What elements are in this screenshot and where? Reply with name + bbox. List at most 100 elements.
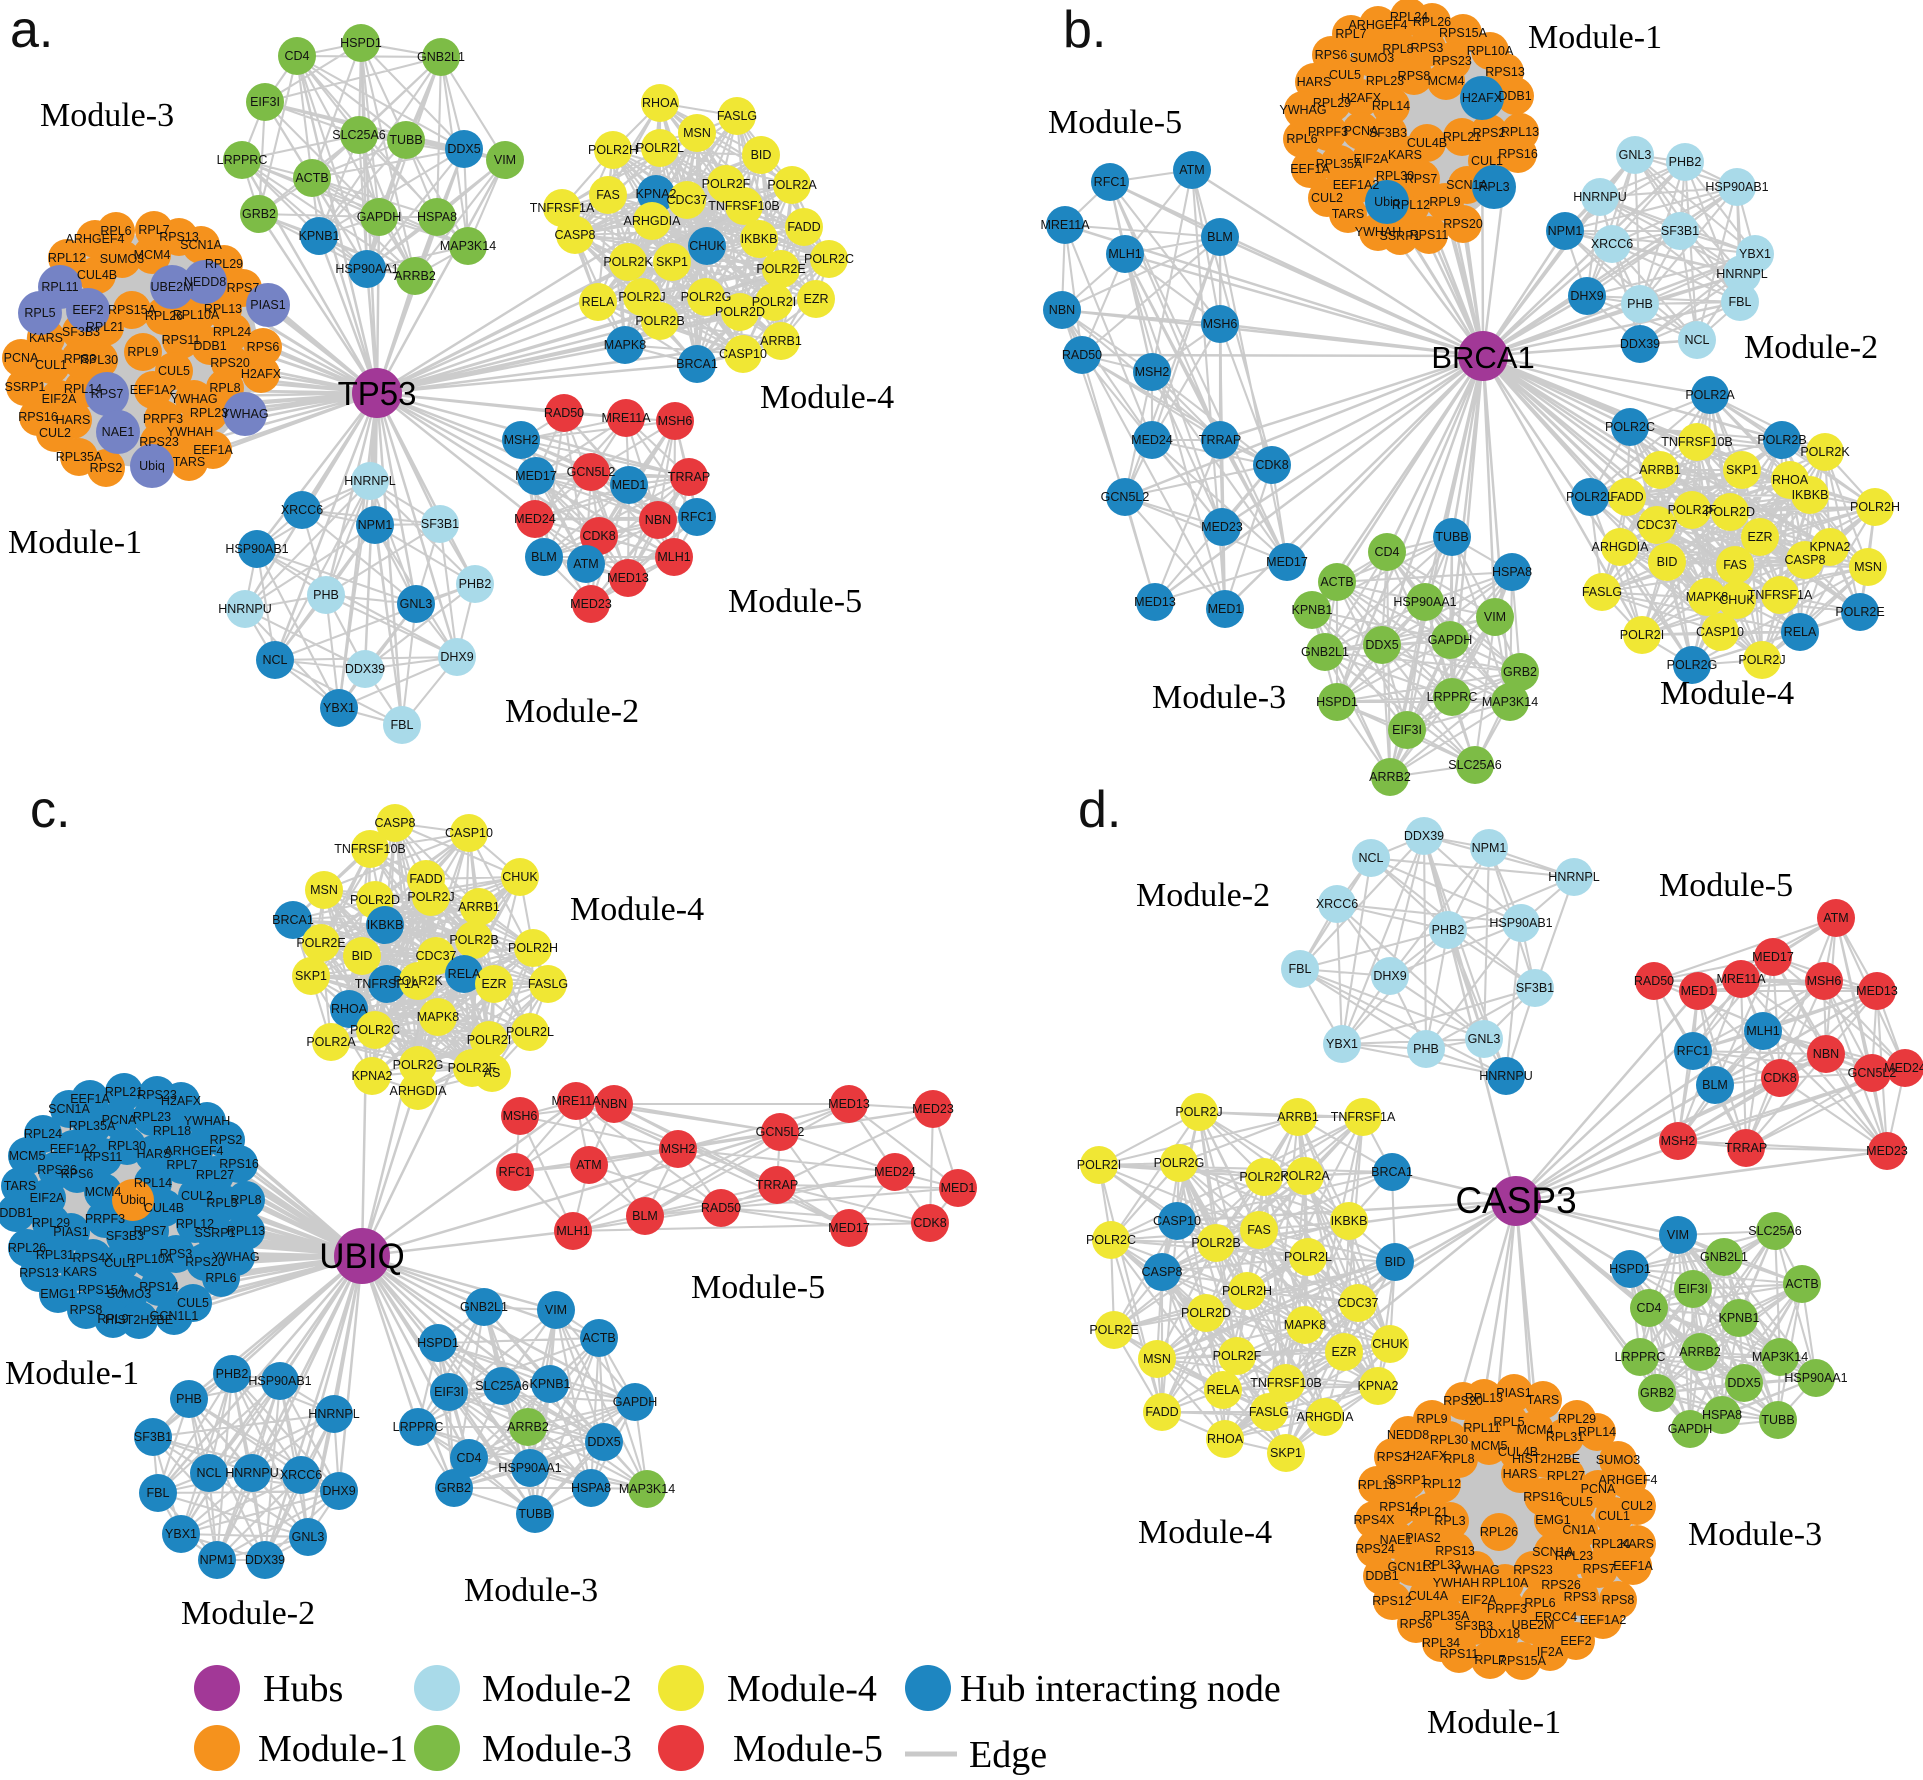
svg-text:EIF2A: EIF2A — [1354, 152, 1389, 166]
svg-text:CASP8: CASP8 — [1785, 553, 1826, 567]
svg-text:POLR2C: POLR2C — [804, 252, 854, 266]
svg-text:PCNA: PCNA — [102, 1113, 137, 1127]
svg-text:Module-5: Module-5 — [1659, 867, 1793, 904]
svg-text:CD4: CD4 — [1374, 545, 1399, 559]
svg-text:RAD50: RAD50 — [544, 406, 584, 420]
svg-text:MED23: MED23 — [1201, 520, 1243, 534]
svg-text:KARS: KARS — [29, 331, 63, 345]
svg-text:RPL23: RPL23 — [1555, 1549, 1593, 1563]
svg-text:SF3B3: SF3B3 — [1455, 1619, 1493, 1633]
svg-text:POLR2L: POLR2L — [636, 141, 684, 155]
svg-text:TNFRSF1A: TNFRSF1A — [1748, 588, 1813, 602]
svg-text:RPL9: RPL9 — [97, 1312, 128, 1326]
svg-text:MCM4: MCM4 — [85, 1185, 122, 1199]
svg-text:Module-2: Module-2 — [482, 1668, 632, 1710]
svg-text:NPM1: NPM1 — [1472, 841, 1507, 855]
svg-text:b.: b. — [1063, 1, 1106, 59]
svg-text:SUMO3: SUMO3 — [107, 1287, 152, 1301]
svg-text:KPNA2: KPNA2 — [352, 1069, 393, 1083]
svg-text:Edge: Edge — [969, 1734, 1047, 1775]
svg-text:RPS14: RPS14 — [139, 1280, 179, 1294]
svg-text:TRRAP: TRRAP — [668, 470, 710, 484]
svg-text:TNFRSF1A: TNFRSF1A — [530, 201, 595, 215]
svg-text:EEF1A: EEF1A — [193, 443, 233, 457]
svg-text:HSP90AB1: HSP90AB1 — [225, 542, 288, 556]
svg-text:POLR2A: POLR2A — [767, 178, 817, 192]
svg-text:POLR2I: POLR2I — [1077, 1158, 1121, 1172]
svg-text:KPNA2: KPNA2 — [1358, 1379, 1399, 1393]
svg-text:SLC25A6: SLC25A6 — [1448, 758, 1502, 772]
svg-text:SF3B3: SF3B3 — [106, 1229, 144, 1243]
svg-text:RPL6: RPL6 — [205, 1271, 236, 1285]
svg-text:SKP1: SKP1 — [295, 969, 327, 983]
svg-text:RPS16: RPS16 — [219, 1157, 259, 1171]
svg-text:RPL3: RPL3 — [1478, 180, 1509, 194]
svg-text:HARS: HARS — [56, 413, 91, 427]
svg-text:RPL21: RPL21 — [105, 1085, 143, 1099]
svg-text:RPL29: RPL29 — [205, 257, 243, 271]
svg-text:RPL18: RPL18 — [153, 1124, 191, 1138]
svg-text:RPS16: RPS16 — [18, 410, 58, 424]
svg-text:POLR2H: POLR2H — [508, 941, 558, 955]
svg-text:KARS: KARS — [1388, 148, 1422, 162]
svg-text:MED24: MED24 — [514, 512, 556, 526]
svg-text:MRE11A: MRE11A — [1040, 218, 1090, 232]
svg-text:HSP90AB1: HSP90AB1 — [1705, 180, 1768, 194]
svg-text:POLR2J: POLR2J — [618, 290, 665, 304]
svg-text:RPL34: RPL34 — [1422, 1636, 1460, 1650]
svg-text:ARRB1: ARRB1 — [458, 900, 500, 914]
svg-text:HSPA8: HSPA8 — [1702, 1408, 1742, 1422]
svg-text:GCN5L2: GCN5L2 — [1848, 1066, 1897, 1080]
svg-text:RELA: RELA — [1207, 1383, 1240, 1397]
svg-text:HNRNPL: HNRNPL — [344, 474, 395, 488]
svg-text:POLR2F: POLR2F — [448, 1061, 497, 1075]
svg-text:RPL6: RPL6 — [1524, 1596, 1555, 1610]
svg-text:RPL23: RPL23 — [133, 1110, 171, 1124]
svg-text:XRCC6: XRCC6 — [281, 503, 323, 517]
svg-text:EEF1A2: EEF1A2 — [1333, 178, 1380, 192]
svg-text:POLR2A: POLR2A — [1280, 1169, 1330, 1183]
svg-text:BID: BID — [1657, 555, 1678, 569]
svg-text:RPL12: RPL12 — [48, 251, 86, 265]
svg-text:PHB: PHB — [1413, 1042, 1439, 1056]
svg-text:RPL35A: RPL35A — [56, 450, 103, 464]
svg-text:RPS2: RPS2 — [90, 461, 123, 475]
svg-text:VIM: VIM — [1667, 1228, 1689, 1242]
svg-text:ARRB2: ARRB2 — [1679, 1345, 1721, 1359]
svg-text:NBN: NBN — [645, 513, 671, 527]
svg-text:SUMO3: SUMO3 — [1350, 51, 1395, 65]
svg-text:EEF1A: EEF1A — [70, 1092, 110, 1106]
svg-text:RPS23: RPS23 — [1432, 54, 1472, 68]
svg-text:GNB2L1: GNB2L1 — [1700, 1250, 1748, 1264]
svg-text:KARS: KARS — [1620, 1537, 1654, 1551]
svg-text:RHOA: RHOA — [1772, 473, 1809, 487]
svg-text:MRE11A: MRE11A — [601, 411, 651, 425]
svg-text:IF2A: IF2A — [1537, 1645, 1564, 1659]
svg-text:MAPK8: MAPK8 — [604, 338, 646, 352]
svg-text:RPS15A: RPS15A — [78, 1283, 127, 1297]
svg-text:GNL3: GNL3 — [1619, 148, 1652, 162]
svg-text:MED13: MED13 — [1856, 984, 1898, 998]
svg-text:Module-1: Module-1 — [1528, 19, 1662, 56]
svg-text:RPL33: RPL33 — [1423, 1558, 1461, 1572]
svg-text:PHB2: PHB2 — [1669, 155, 1702, 169]
svg-text:RPS13: RPS13 — [1485, 65, 1525, 79]
svg-text:RPS15A: RPS15A — [1498, 1654, 1547, 1668]
svg-text:PRPF3: PRPF3 — [1487, 1602, 1527, 1616]
svg-text:RPL30: RPL30 — [1430, 1433, 1468, 1447]
svg-text:FADD: FADD — [1610, 490, 1643, 504]
svg-text:RELA: RELA — [582, 295, 615, 309]
svg-text:VIM: VIM — [1484, 610, 1506, 624]
svg-text:DDX39: DDX39 — [245, 1553, 285, 1567]
svg-text:H2AFX: H2AFX — [1407, 1449, 1448, 1463]
svg-text:NAE1: NAE1 — [1380, 1533, 1413, 1547]
svg-text:RPL13: RPL13 — [1465, 1391, 1503, 1405]
svg-text:DHX9: DHX9 — [1373, 969, 1406, 983]
svg-text:Module-5: Module-5 — [691, 1269, 825, 1306]
svg-text:RPL35A: RPL35A — [1316, 157, 1363, 171]
svg-text:KPNB1: KPNB1 — [1719, 1311, 1760, 1325]
svg-text:UBE2M: UBE2M — [1511, 1618, 1554, 1632]
svg-text:SF3B1: SF3B1 — [134, 1430, 172, 1444]
svg-text:RPL7: RPL7 — [166, 1158, 197, 1172]
svg-text:DDX5: DDX5 — [1727, 1376, 1760, 1390]
